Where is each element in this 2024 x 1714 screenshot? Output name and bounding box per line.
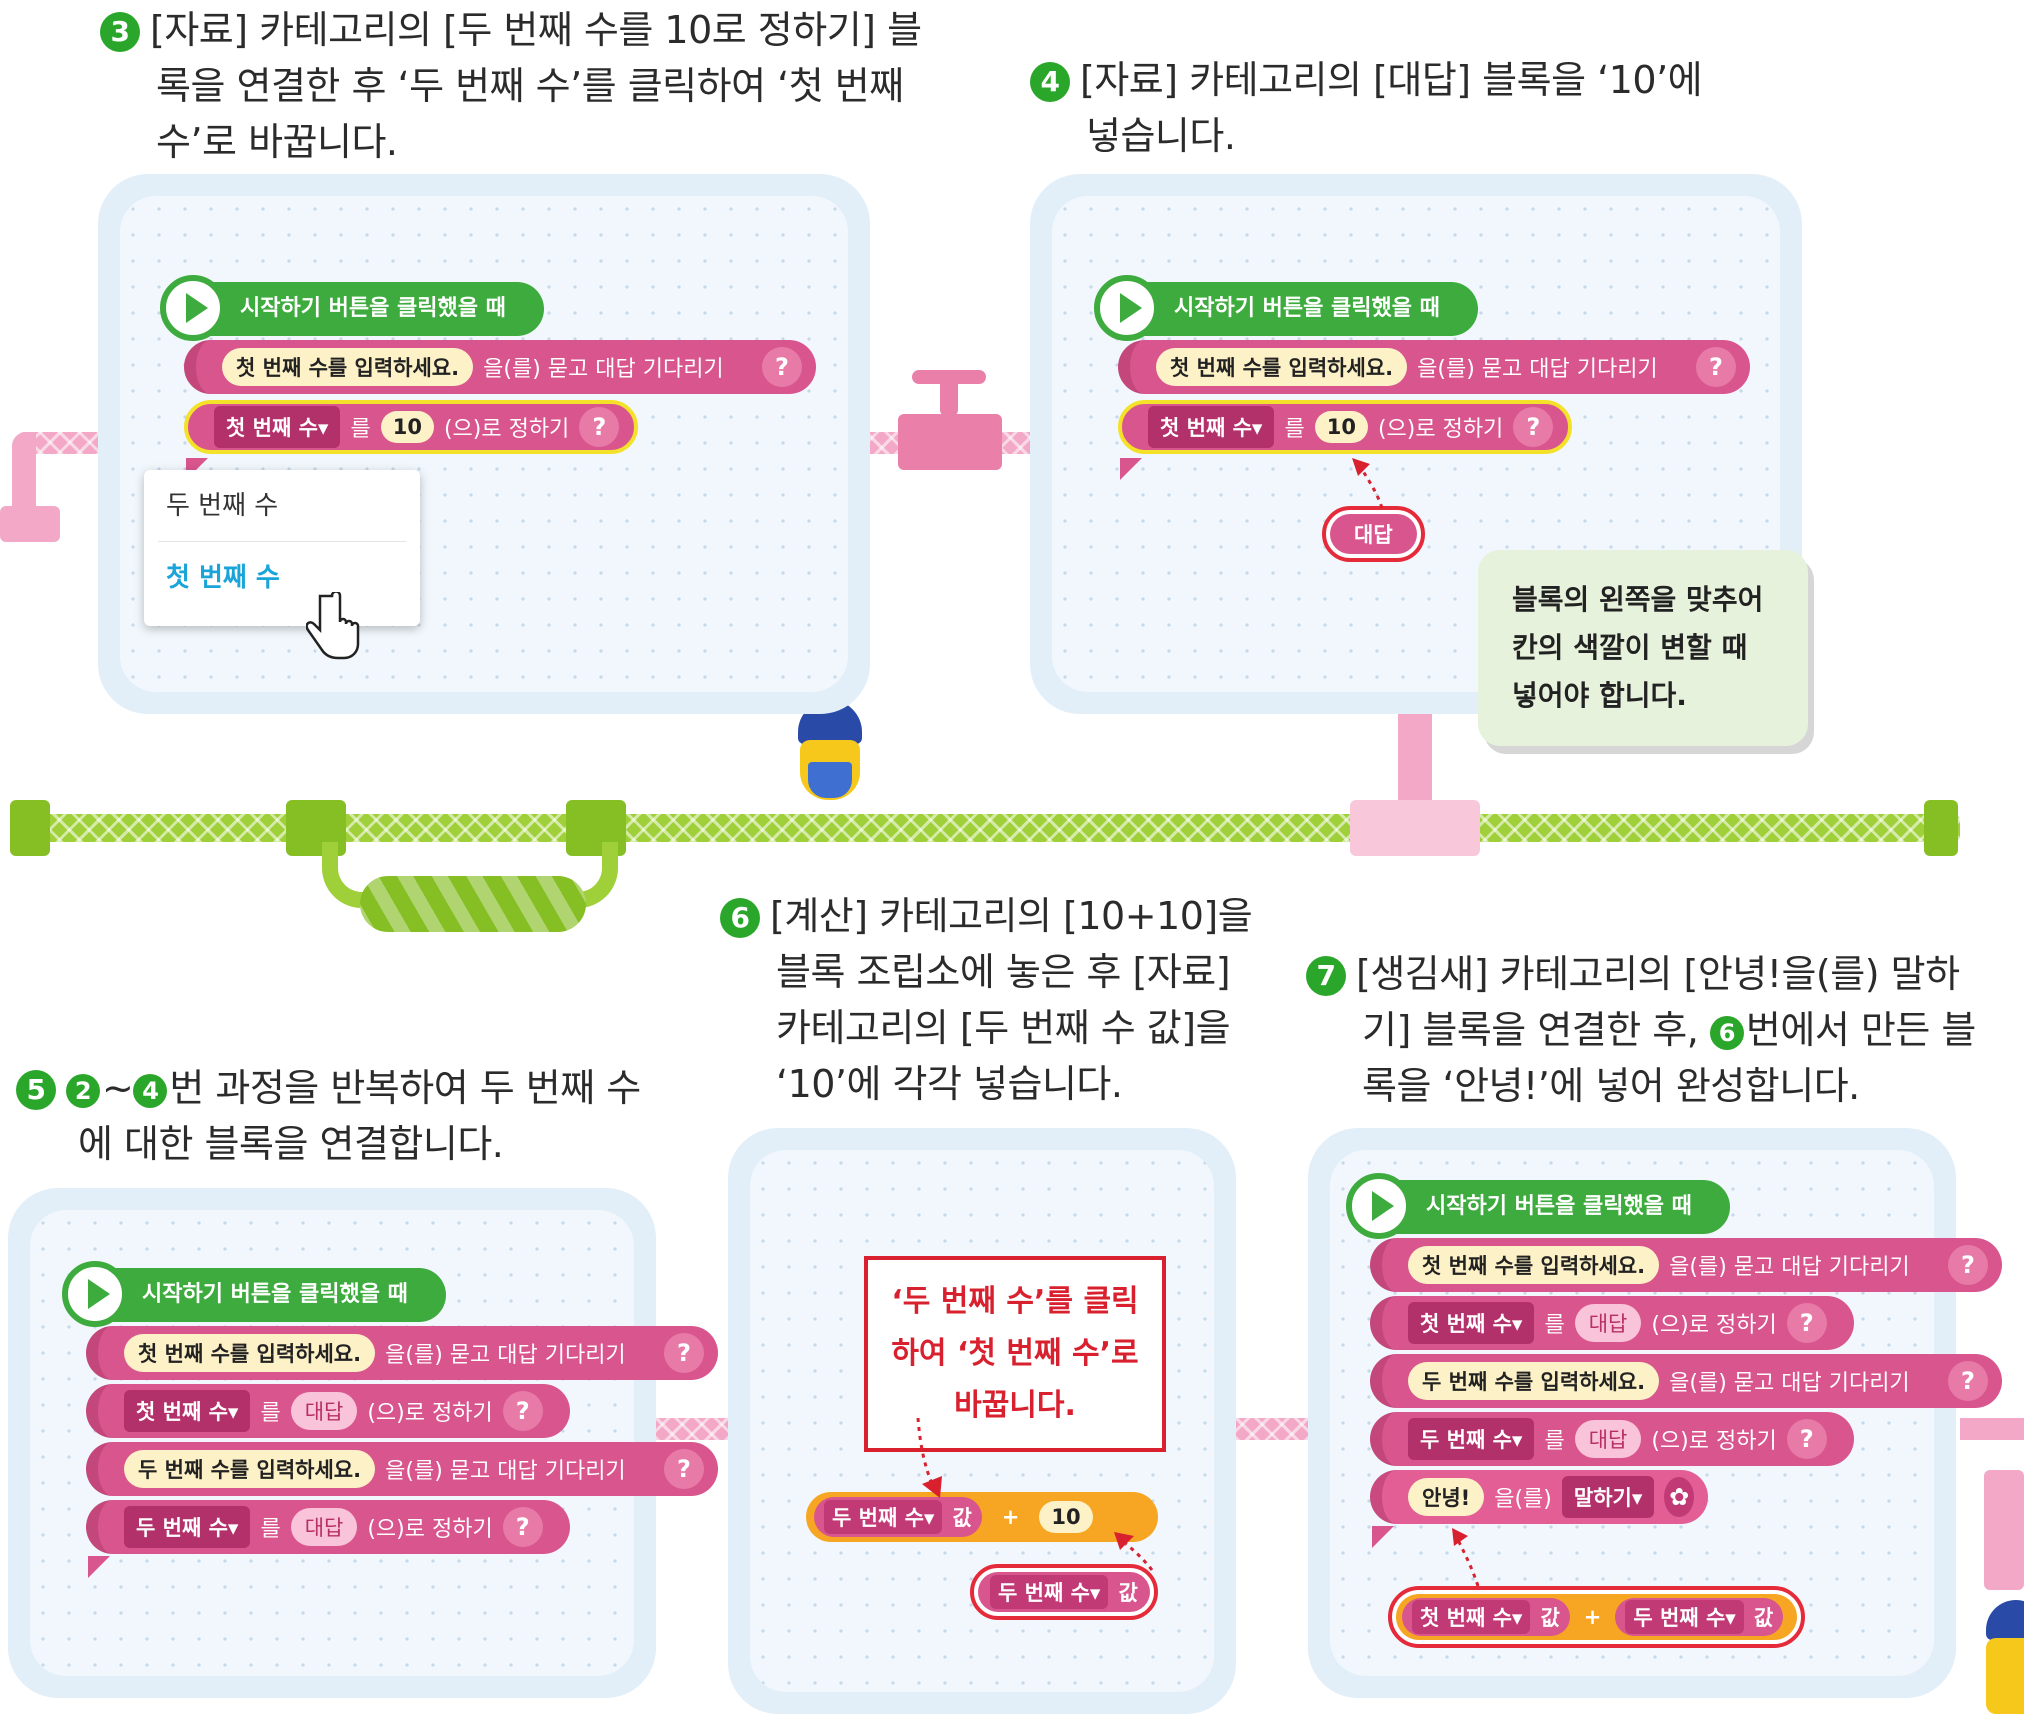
start-block[interactable]: 시작하기 버튼을 클릭했을 때 bbox=[62, 1261, 446, 1327]
ask-block[interactable]: 두 번째 수를 입력하세요. 을(를) 묻고 대답 기다리기 ? bbox=[1370, 1354, 2002, 1408]
step-3-text: 3[자료] 카테고리의 [두 번째 수를 10로 정하기] 블 록을 연결한 후… bbox=[100, 2, 922, 170]
set-variable-block[interactable]: 두 번째 수▾ 를 대답 (으)로 정하기 ? bbox=[86, 1500, 570, 1554]
ask-block[interactable]: 첫 번째 수를 입력하세요. 을(를) 묻고 대답 기다리기 ? bbox=[86, 1326, 718, 1380]
arrow-icon bbox=[1452, 1528, 1480, 1587]
variable-dropdown[interactable]: 두 번째 수▾ bbox=[124, 1506, 251, 1548]
play-icon bbox=[1094, 275, 1160, 341]
set-variable-block[interactable]: 첫 번째 수▾ 를 10 (으)로 정하기 ? bbox=[184, 400, 638, 454]
set-variable-block[interactable]: 첫 번째 수▾ 를 대답 (으)로 정하기 ? bbox=[1370, 1296, 1854, 1350]
step-number-badge: 3 bbox=[100, 12, 140, 52]
help-icon[interactable]: ? bbox=[1948, 1245, 1988, 1285]
variable-dropdown-menu: 두 번째 수 첫 번째 수 bbox=[144, 470, 420, 626]
menu-option-second[interactable]: 두 번째 수 bbox=[158, 470, 406, 542]
variable-value-block[interactable]: 두 번째 수▾ 값 bbox=[814, 1497, 982, 1537]
help-icon[interactable]: ? bbox=[502, 1507, 543, 1547]
arrow-icon bbox=[916, 1417, 942, 1498]
mascot-character bbox=[790, 700, 870, 810]
help-icon[interactable]: ? bbox=[1786, 1303, 1827, 1343]
arrow-icon bbox=[1352, 458, 1384, 509]
step-number-badge: 7 bbox=[1306, 956, 1346, 996]
help-icon[interactable]: ? bbox=[1786, 1419, 1827, 1459]
looks-category-icon: ✿ bbox=[1664, 1477, 1694, 1517]
say-dropdown[interactable]: 말하기▾ bbox=[1561, 1476, 1655, 1518]
step-number-badge: 6 bbox=[720, 898, 760, 938]
block-tail bbox=[1120, 458, 1142, 480]
callout-box: ‘두 번째 수’를 클릭 하여 ‘첫 번째 수’로 바꿉니다. bbox=[864, 1256, 1166, 1452]
help-icon[interactable]: ? bbox=[1696, 347, 1736, 387]
variable-value-block[interactable]: 첫 번째 수▾ 값 bbox=[1402, 1598, 1570, 1636]
say-block[interactable]: 안녕! 을(를) 말하기▾ ✿ bbox=[1370, 1470, 1708, 1524]
start-block[interactable]: 시작하기 버튼을 클릭했을 때 bbox=[1346, 1173, 1730, 1239]
pipe-valve bbox=[898, 414, 1002, 470]
set-variable-block[interactable]: 두 번째 수▾ 를 대답 (으)로 정하기 ? bbox=[1370, 1412, 1854, 1466]
play-icon bbox=[160, 275, 226, 341]
ask-block[interactable]: 첫 번째 수를 입력하세요. 을(를) 묻고 대답 기다리기 ? bbox=[1370, 1238, 2002, 1292]
ask-block[interactable]: 첫 번째 수를 입력하세요. 을(를) 묻고 대답 기다리기 ? bbox=[1118, 340, 1750, 394]
step-6-text: 6[계산] 카테고리의 [10+10]을 블록 조립소에 놓은 후 [자료] 카… bbox=[720, 888, 1253, 1112]
set-variable-block[interactable]: 첫 번째 수▾ 를 10 (으)로 정하기 ? bbox=[1118, 400, 1572, 454]
ask-block[interactable]: 두 번째 수를 입력하세요. 을(를) 묻고 대답 기다리기 ? bbox=[86, 1442, 718, 1496]
pipe-flange bbox=[1350, 800, 1480, 856]
help-icon[interactable]: ? bbox=[579, 407, 620, 447]
sum-block[interactable]: 첫 번째 수▾ 값 + 두 번째 수▾ 값 bbox=[1396, 1594, 1798, 1640]
tip-note: 블록의 왼쪽을 맞추어 칸의 색깔이 변할 때 넣어야 합니다. bbox=[1478, 550, 1808, 746]
variable-dropdown[interactable]: 첫 번째 수▾ bbox=[214, 406, 341, 448]
help-icon[interactable]: ? bbox=[664, 1449, 704, 1489]
pipe-flange bbox=[0, 506, 60, 542]
variable-value-block[interactable]: 두 번째 수▾ 값 bbox=[1615, 1598, 1784, 1636]
play-icon bbox=[1346, 1173, 1412, 1239]
hand-cursor-icon bbox=[306, 592, 360, 660]
block-tail bbox=[88, 1556, 110, 1578]
step-number-badge: 5 bbox=[16, 1070, 56, 1110]
ask-block[interactable]: 첫 번째 수를 입력하세요. 을(를) 묻고 대답 기다리기 ? bbox=[184, 340, 816, 394]
sum-block[interactable]: 두 번째 수▾ 값 + 10 bbox=[806, 1492, 1158, 1542]
step-7-text: 7[생김새] 카테고리의 [안녕!을(를) 말하 기] 블록을 연결한 후, 6… bbox=[1306, 946, 1976, 1114]
arrow-icon bbox=[1114, 1532, 1154, 1571]
variable-dropdown[interactable]: 두 번째 수▾ bbox=[1408, 1418, 1535, 1460]
help-icon[interactable]: ? bbox=[762, 347, 802, 387]
pink-pipe-right-elbow bbox=[1960, 1418, 2024, 1440]
pipe-funnel bbox=[1984, 1470, 2024, 1590]
set-variable-block[interactable]: 첫 번째 수▾ 를 대답 (으)로 정하기 ? bbox=[86, 1384, 570, 1438]
pink-pipe-left-elbow bbox=[12, 432, 36, 512]
step-4-text: 4[자료] 카테고리의 [대답] 블록을 ‘10’에 넣습니다. bbox=[1030, 52, 1703, 164]
menu-option-first[interactable]: 첫 번째 수 bbox=[166, 563, 280, 593]
variable-dropdown[interactable]: 첫 번째 수▾ bbox=[1408, 1302, 1535, 1344]
pink-pipe-left bbox=[20, 432, 100, 454]
pink-pipe-bottom-1 bbox=[656, 1418, 728, 1440]
value-block-highlight: 두 번째 수▾ 값 bbox=[970, 1564, 1158, 1620]
play-icon bbox=[62, 1261, 128, 1327]
block-tail bbox=[1372, 1526, 1394, 1548]
sum-block-highlight: 첫 번째 수▾ 값 + 두 번째 수▾ 값 bbox=[1388, 1586, 1806, 1648]
variable-dropdown[interactable]: 첫 번째 수▾ bbox=[1148, 406, 1275, 448]
start-block[interactable]: 시작하기 버튼을 클릭했을 때 bbox=[1094, 275, 1478, 341]
help-icon[interactable]: ? bbox=[1948, 1361, 1988, 1401]
start-block[interactable]: 시작하기 버튼을 클릭했을 때 bbox=[160, 275, 544, 341]
help-icon[interactable]: ? bbox=[1513, 407, 1554, 447]
step-number-badge: 4 bbox=[1030, 62, 1070, 102]
variable-value-block[interactable]: 두 번째 수▾ 값 bbox=[978, 1572, 1150, 1612]
help-icon[interactable]: ? bbox=[664, 1333, 704, 1373]
pink-pipe-bottom-2 bbox=[1236, 1418, 1308, 1440]
pipe-valve-stem bbox=[940, 376, 958, 416]
pipe-flange bbox=[10, 800, 50, 856]
answer-block[interactable]: 대답 bbox=[1330, 514, 1417, 554]
mascot-character-partial bbox=[1976, 1600, 2024, 1714]
variable-dropdown[interactable]: 첫 번째 수▾ bbox=[124, 1390, 251, 1432]
answer-block-highlight: 대답 bbox=[1322, 506, 1425, 562]
pipe-flange bbox=[1924, 800, 1958, 856]
green-pipe-tank bbox=[360, 876, 586, 932]
pipe-valve-handle bbox=[912, 370, 986, 384]
help-icon[interactable]: ? bbox=[502, 1391, 543, 1431]
